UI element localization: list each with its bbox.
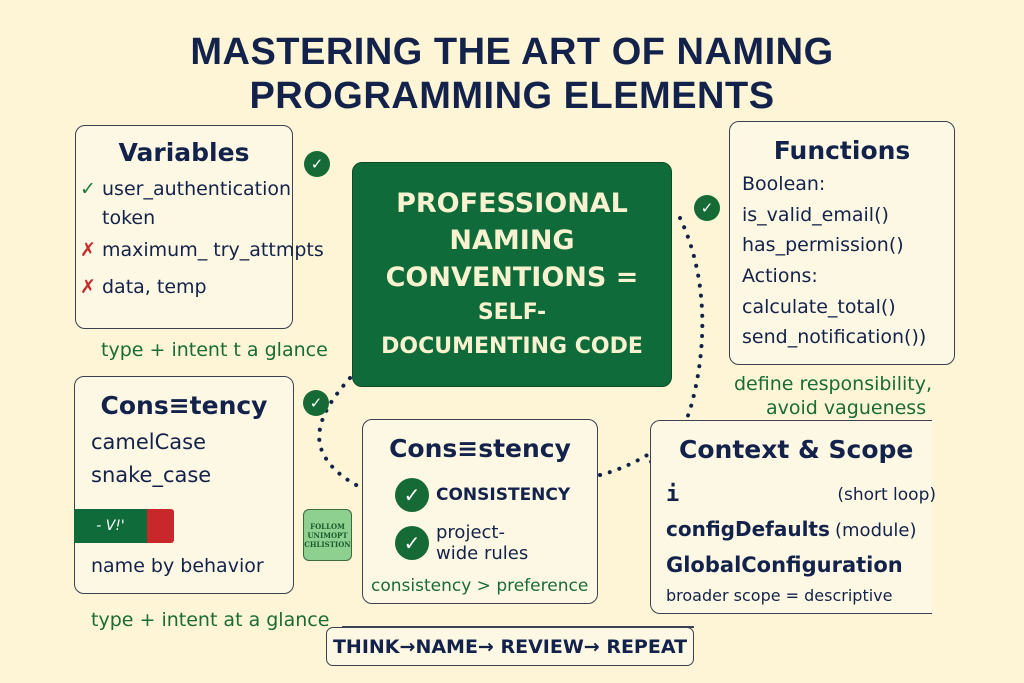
functions-note-line-2: avoid vagueness: [766, 397, 927, 419]
central-concept-box: PROFESSIONAL NAMING CONVENTIONS = SELF- …: [352, 162, 672, 387]
variable-good-example: ✓user_authentication: [80, 173, 292, 205]
page-title-line-1: MASTERING THE ART OF NAMING: [190, 31, 834, 73]
status-bar: - V!': [74, 509, 174, 543]
context-scope-card: Context & Scope i (short loop) configDef…: [650, 420, 936, 614]
context-scope-note: broader scope = descriptive: [666, 586, 893, 605]
consistency-center-note: consistency > preference: [371, 576, 589, 596]
functions-section-actions: Actions:: [742, 265, 818, 287]
check-circle-icon: ✓: [395, 478, 429, 512]
scope-row: i (short loop): [666, 482, 936, 507]
cross-icon: ✗: [80, 276, 96, 298]
consistency-card-left: Cons≡tency camelCase snake_case - V!' na…: [74, 376, 294, 594]
check-icon: ✓: [80, 178, 96, 200]
check-circle-icon: ✓: [304, 151, 330, 177]
function-example: has_permission(): [742, 234, 904, 256]
check-circle-icon: ✓: [694, 195, 720, 221]
consistency-left-note: type + intent at a glance: [91, 609, 330, 631]
check-circle-icon: ✓: [395, 526, 429, 560]
consistency-left-last: name by behavior: [91, 555, 264, 577]
context-scope-title: Context & Scope: [679, 435, 914, 464]
function-example: is_valid_email(): [742, 204, 889, 226]
case-example-camel: camelCase: [91, 430, 207, 454]
scope-row: configDefaults (module): [666, 517, 917, 541]
consistency-card-center: Cons≡stency ✓ CONSISTENCY ✓ project-wide…: [362, 419, 598, 604]
case-example-snake: snake_case: [91, 463, 212, 487]
variables-note: type + intent t a glance: [101, 339, 328, 361]
divider: [342, 626, 694, 628]
status-bar-green: - V!': [74, 509, 147, 543]
check-circle-icon: ✓: [303, 390, 329, 416]
function-example: send_notification()): [742, 326, 927, 348]
function-example: calculate_total(): [742, 296, 896, 318]
consistency-item: ✓ project-wide rules: [395, 522, 546, 564]
consistency-item: ✓ CONSISTENCY: [395, 478, 570, 512]
variable-bad-example-1: ✗maximum_ try_attmpts: [80, 231, 324, 269]
functions-section-boolean: Boolean:: [742, 173, 826, 195]
cross-icon: ✗: [80, 239, 96, 261]
workflow-banner: THINK→NAME→ REVIEW→ REPEAT: [326, 627, 694, 666]
page-title-line-2: PROGRAMMING ELEMENTS: [249, 75, 775, 117]
variable-bad-example-2: ✗data, temp: [80, 269, 292, 305]
consistency-left-title: Cons≡tency: [100, 391, 268, 420]
functions-card: Functions Boolean: is_valid_email() has_…: [729, 121, 955, 365]
functions-title: Functions: [773, 136, 911, 165]
scope-row: GlobalConfiguration: [666, 553, 903, 577]
variables-title: Variables: [118, 138, 250, 167]
variables-card: Variables ✓user_authentication token ✗ma…: [75, 125, 324, 329]
sticky-note: FOLLOM UNIMOPT CHLISTION: [303, 509, 352, 561]
functions-note-line-1: define responsibility,: [734, 373, 933, 395]
consistency-center-title: Cons≡stency: [389, 434, 571, 463]
status-bar-red: [147, 509, 174, 543]
variable-good-example-cont: token: [102, 207, 156, 229]
